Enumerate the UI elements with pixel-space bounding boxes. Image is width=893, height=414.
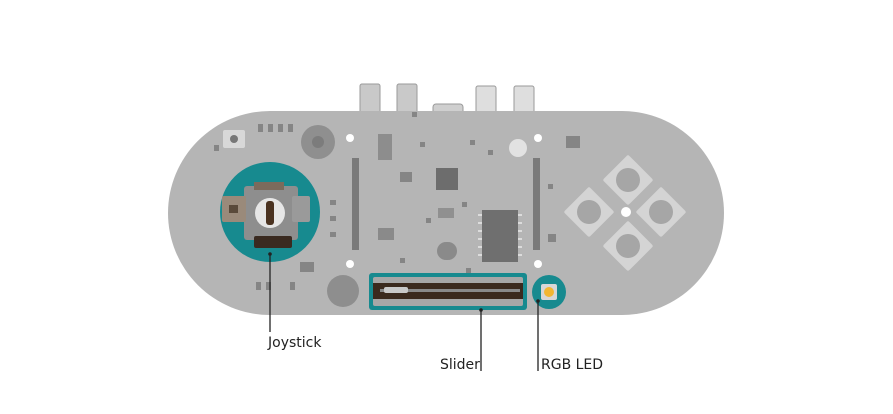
slider — [369, 273, 527, 310]
small-components — [214, 112, 580, 290]
leader-dots — [268, 252, 540, 312]
slider-label: Slider — [440, 357, 480, 373]
joystick-label: Joystick — [268, 335, 322, 351]
header-pins — [352, 158, 540, 250]
rgb-led — [532, 275, 566, 309]
joystick — [220, 162, 320, 262]
ic-chips — [378, 134, 527, 262]
microphone — [327, 275, 359, 307]
leader-lines — [269, 254, 539, 371]
mounting-holes — [346, 134, 631, 268]
rgb-led-label: RGB LED — [541, 357, 604, 373]
action-buttons — [564, 155, 686, 271]
